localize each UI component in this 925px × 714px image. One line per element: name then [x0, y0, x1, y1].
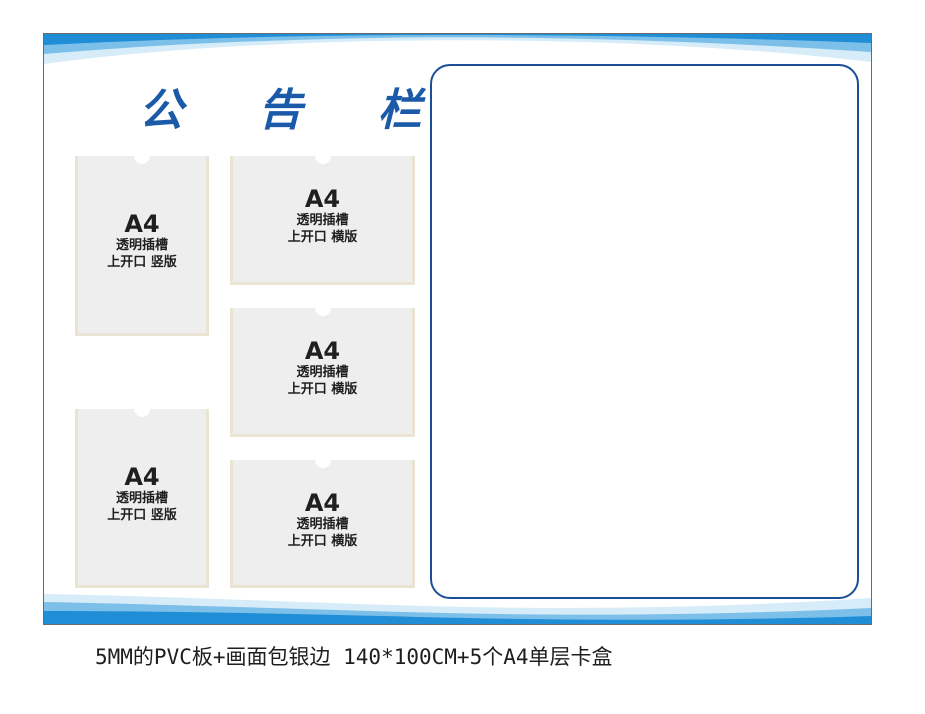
a4-pocket-vertical-1: A4 透明插槽 上开口 竖版: [75, 148, 209, 336]
pocket-notch: [134, 148, 150, 164]
pocket-desc-line2: 上开口 横版: [287, 230, 358, 245]
pocket-desc-line2: 上开口 竖版: [107, 508, 177, 523]
a4-pocket-vertical-2: A4 透明插槽 上开口 竖版: [75, 401, 209, 588]
pocket-notch: [314, 452, 331, 468]
pocket-size-label: A4: [124, 210, 160, 238]
pocket-desc-line2: 上开口 竖版: [107, 255, 177, 270]
a4-pocket-horizontal-1: A4 透明插槽 上开口 横版: [230, 148, 415, 285]
pocket-desc-line1: 透明插槽: [296, 517, 349, 532]
pocket-notch: [314, 300, 331, 316]
notice-board: 公 告 栏 A4 透明插槽 上开口 竖版 A4 透明插槽 上开口 竖版 A4 透…: [43, 33, 872, 625]
product-spec-caption: 5MM的PVC板+画面包银边 140*100CM+5个A4单层卡盒: [95, 645, 613, 669]
pocket-size-label: A4: [304, 185, 341, 213]
bottom-wave-decoration: [44, 594, 871, 624]
pocket-desc-line2: 上开口 横版: [287, 534, 358, 549]
pocket-desc-line1: 透明插槽: [115, 491, 168, 506]
pocket-size-label: A4: [304, 489, 341, 517]
board-title: 公 告 栏: [139, 85, 452, 136]
top-wave-decoration: [44, 34, 871, 64]
pocket-notch: [314, 148, 331, 164]
pocket-desc-line1: 透明插槽: [115, 238, 168, 253]
pocket-desc-line1: 透明插槽: [296, 365, 349, 380]
a4-pocket-horizontal-3: A4 透明插槽 上开口 横版: [230, 452, 415, 588]
notice-display-panel: [430, 64, 859, 599]
pocket-desc-line2: 上开口 横版: [287, 382, 358, 397]
pocket-desc-line1: 透明插槽: [296, 213, 349, 228]
pocket-size-label: A4: [124, 463, 160, 491]
a4-pocket-horizontal-2: A4 透明插槽 上开口 横版: [230, 300, 415, 437]
pocket-notch: [134, 401, 150, 417]
pocket-size-label: A4: [304, 337, 341, 365]
